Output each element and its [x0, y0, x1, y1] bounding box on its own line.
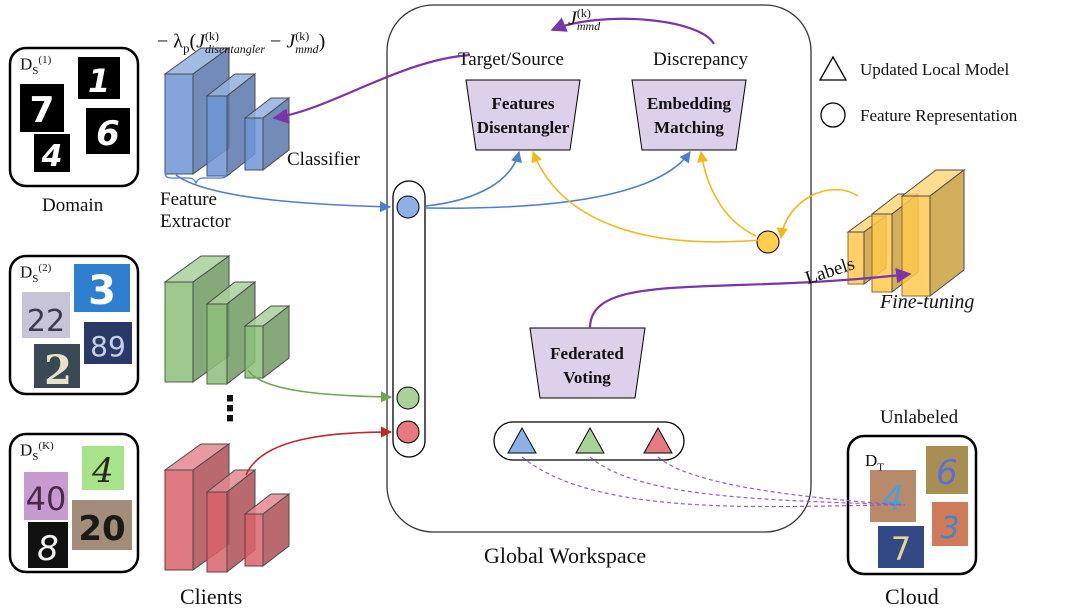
- feature-extractor-brace: [164, 171, 228, 185]
- yellow-network-layer-3-front: [901, 195, 931, 297]
- dashed-green-to-cloud: [589, 456, 906, 506]
- mnist-images: 7 1 4 6: [20, 57, 130, 174]
- blue-network-layer-2-front: [206, 95, 228, 177]
- red-network-layer-3-front: [244, 513, 264, 567]
- blue-network-layer-3-front: [244, 117, 264, 171]
- target-images: 6 4 3 7: [870, 446, 968, 568]
- classifier-label: Classifier: [287, 149, 360, 170]
- arrow-extractor-to-feature: [175, 174, 392, 213]
- arrow-green-to-feature: [247, 369, 393, 403]
- ds2-label: DS(2): [20, 262, 52, 286]
- global-workspace-box: [386, 4, 812, 533]
- vertical-ellipsis: ⋮: [213, 389, 247, 429]
- mnist-digit-1: 7: [29, 90, 54, 131]
- formula-top-left: − λp(J(k)disentangler − J(k)mmd): [157, 29, 326, 56]
- feature-node-red: [396, 420, 420, 444]
- target-digit-3: 3: [940, 511, 959, 546]
- mixed-images: 40 4 8 20: [24, 446, 132, 569]
- arrow-target-to-disentangler: [531, 150, 761, 243]
- global-workspace-label: Global Workspace: [484, 543, 647, 568]
- legend-circle-icon: [820, 102, 846, 128]
- domain-label: Domain: [42, 195, 104, 216]
- arrow-feature-to-disentangler: [425, 150, 522, 207]
- features-disentangler-label-2: Disentangler: [476, 118, 570, 137]
- target-digit-2: 4: [882, 479, 904, 519]
- local-model-blue: [507, 426, 537, 454]
- embedding-matching-label-1: Embedding: [646, 94, 732, 113]
- dsk-label: DS(K): [20, 440, 54, 464]
- ds1-label: DS(1): [20, 54, 52, 78]
- target-digit-4: 7: [891, 530, 911, 568]
- cloud-label: Cloud: [885, 584, 939, 609]
- arrow-target-source-to-classifier: [272, 53, 471, 124]
- formula-top-center: J(k)mmd: [568, 6, 601, 33]
- legend-updated-local-model: Updated Local Model: [860, 60, 1010, 79]
- mnist-digit-2: 1: [88, 62, 110, 100]
- arrow-red-to-feature: [245, 426, 393, 476]
- fine-tuning-label: Fine-tuning: [880, 291, 975, 313]
- feature-extractor-label-2: Extractor: [160, 211, 231, 232]
- arrow-finetune-to-target: [776, 188, 859, 240]
- svhn-digit-2: 3: [88, 268, 116, 314]
- dashed-blue-to-cloud: [521, 456, 906, 508]
- dt-label: DT: [865, 451, 885, 474]
- features-disentangler-label-1: Features: [491, 94, 555, 113]
- arrow-discrepancy-to-target-source: [550, 17, 715, 45]
- yellow-network-layer-2-front: [871, 213, 893, 293]
- mnist-digit-3: 4: [41, 139, 63, 174]
- federated-voting-box: [529, 327, 646, 399]
- embedding-matching-box: [631, 79, 747, 151]
- dashed-red-to-cloud: [657, 456, 906, 506]
- green-network-layer-2-front: [206, 303, 228, 385]
- feature-node-blue: [396, 195, 420, 219]
- svhn-images: 22 3 2 89: [22, 264, 132, 394]
- red-network-layer-3-side: [262, 492, 290, 568]
- arrow-target-to-embedding: [696, 150, 757, 237]
- unlabeled-label: Unlabeled: [880, 407, 959, 428]
- local-model-green: [575, 426, 605, 454]
- target-feature-node: [756, 230, 780, 254]
- legend-triangle-icon: [818, 55, 848, 81]
- legend-feature-representation: Feature Representation: [860, 106, 1018, 125]
- discrepancy-label: Discrepancy: [653, 49, 748, 70]
- svhn-digit-3: 2: [44, 347, 72, 394]
- features-disentangler-box: [465, 79, 581, 151]
- yellow-network-layer-3-side: [929, 168, 965, 298]
- feature-node-green: [396, 386, 420, 410]
- target-source-label: Target/Source: [458, 49, 564, 70]
- svhn-digit-4: 89: [90, 330, 126, 363]
- feature-extractor-label-1: Feature: [160, 189, 217, 210]
- green-network-layer-1-front: [164, 281, 194, 383]
- blue-network-layer-1-front: [164, 73, 194, 175]
- federated-voting-label-1: Federated: [550, 344, 624, 363]
- federated-voting-label-2: Voting: [563, 368, 611, 387]
- mixed-digit-4: 20: [78, 509, 125, 549]
- local-model-red: [643, 426, 673, 454]
- mixed-digit-3: 8: [37, 529, 59, 569]
- mixed-digit-2: 4: [91, 451, 114, 491]
- red-network-layer-2-front: [206, 491, 228, 573]
- red-network-layer-1-front: [164, 469, 194, 571]
- svhn-digit-1: 22: [27, 304, 65, 339]
- arrow-feature-to-embedding: [425, 151, 691, 209]
- target-digit-1: 6: [936, 453, 958, 493]
- arrow-voting-to-labels: [588, 267, 912, 329]
- clients-label: Clients: [180, 584, 243, 609]
- feature-column: [392, 180, 426, 458]
- embedding-matching-label-2: Matching: [654, 118, 724, 137]
- mnist-digit-4: 6: [96, 114, 120, 154]
- mixed-digit-1: 40: [26, 480, 67, 518]
- green-network-layer-3-side: [262, 304, 290, 380]
